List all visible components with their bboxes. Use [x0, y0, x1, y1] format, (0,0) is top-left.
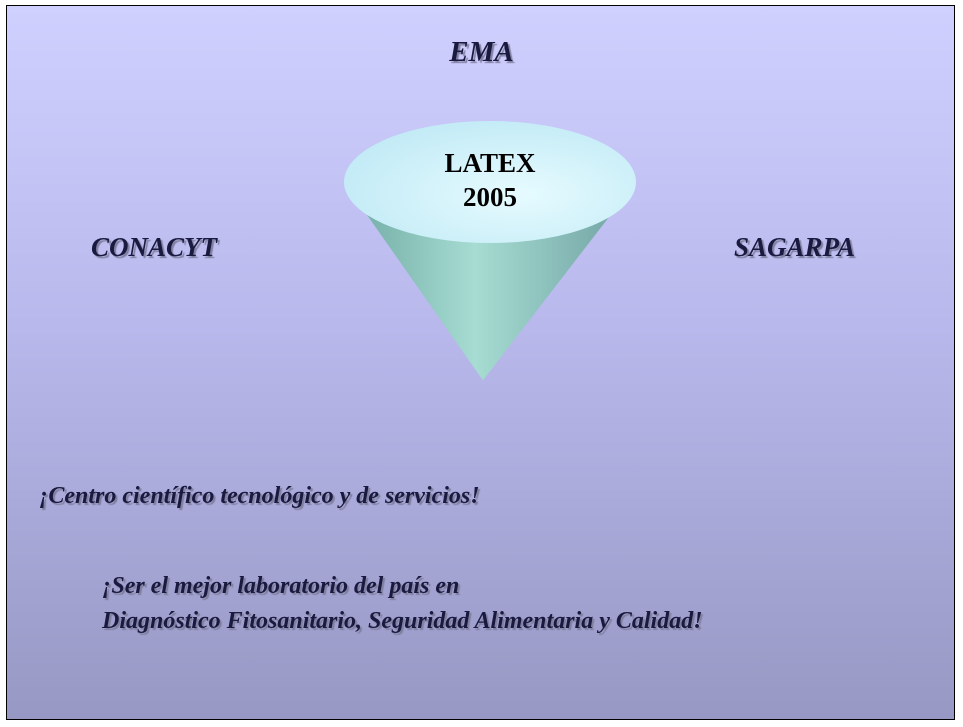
cone-label: LATEX 2005 [340, 146, 640, 214]
tagline-mejor-laboratorio: ¡Ser el mejor laboratorio del país en Di… [102, 569, 703, 639]
tagline-line-2: Diagnóstico Fitosanitario, Seguridad Ali… [102, 608, 703, 634]
sagarpa-label: SAGARPA [734, 232, 856, 262]
cone-graphic [344, 121, 636, 380]
cone-label-line1: LATEX [444, 148, 536, 178]
tagline-line-1: ¡Ser el mejor laboratorio del país en [102, 573, 460, 599]
cone-top-ellipse [344, 121, 636, 243]
tagline-centro: ¡Centro científico tecnológico y de serv… [39, 483, 480, 509]
conacyt-label: CONACYT [91, 232, 218, 262]
funnel-cone: LATEX 2005 [340, 121, 640, 381]
cone-label-line2: 2005 [463, 182, 517, 212]
ema-label: EMA [449, 36, 514, 68]
slide: EMA CONACYT SAGARPA LATEX 2005 ¡Cen [6, 5, 955, 720]
